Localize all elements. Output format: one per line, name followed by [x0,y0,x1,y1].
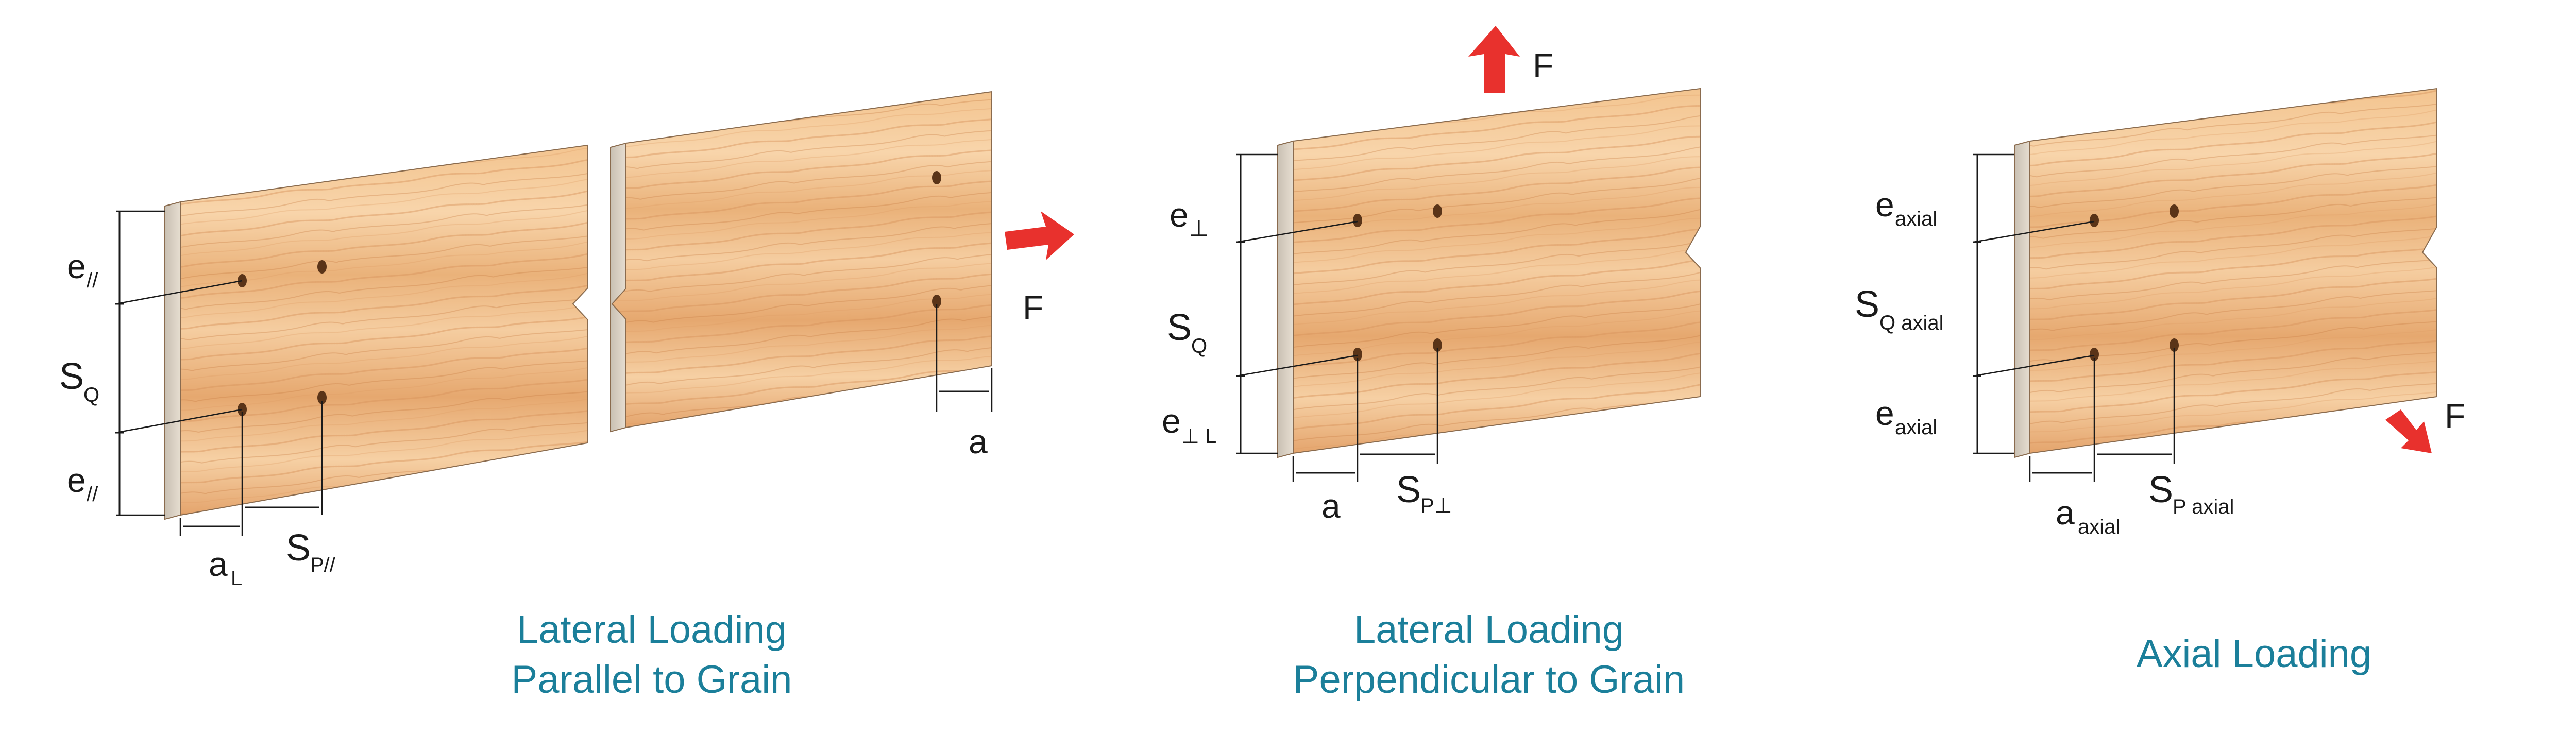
label-a-sub: axial [2078,516,2120,538]
label-sq: S [1855,284,1879,325]
label-sp: S [286,527,311,569]
label-e-bottom-sub: axial [1895,416,1937,439]
label-sq-sub: Q [1191,335,1207,357]
label-e-top: e [1170,196,1189,234]
panel-perpendicular-to-grain: e ⊥ S Q e ⊥ L a S P⊥ F Lateral Loading P… [1162,26,1701,702]
panel-parallel-to-grain: e // S Q e // a L S P// F a Lateral Load… [59,91,1074,702]
caption-line-2: Parallel to Grain [512,658,792,702]
label-e-bottom: e [1875,394,1894,432]
label-e-top-sub: // [87,269,98,292]
label-sp-sub: P axial [2173,496,2234,518]
fastener-hole [2170,204,2179,218]
label-sp: S [2148,469,2173,510]
label-force: F [1533,46,1553,84]
label-a: a [209,545,228,583]
fastener-hole [2090,348,2099,361]
caption-line-1: Axial Loading [2137,632,2371,676]
label-a-sub: L [231,567,242,590]
caption-line-2: Perpendicular to Grain [1293,658,1685,702]
force-arrow-up [1468,26,1520,93]
fastener-hole [932,295,941,308]
fastener-hole [1353,348,1362,361]
label-force: F [1023,288,1043,327]
label-sq-sub: Q axial [1879,312,1944,334]
fastener-hole [2170,338,2179,352]
board [2014,88,2437,458]
label-a: a [2056,493,2075,532]
fastener-hole [317,260,327,274]
fastener-hole [932,171,941,184]
right-board [610,91,992,433]
label-sq-sub: Q [83,384,99,406]
caption-line-1: Lateral Loading [517,608,787,652]
fastener-hole [2090,214,2099,227]
label-sp-sub: P// [310,554,336,576]
fastener-hole [1353,214,1362,227]
fastener-hole [1433,204,1442,218]
label-force: F [2445,397,2465,435]
label-sp: S [1396,469,1421,510]
label-sq: S [1167,307,1192,348]
left-board [164,144,588,520]
label-e-top: e [1875,185,1894,224]
force-arrow-down-right [2385,409,2432,453]
label-e-bottom-sub: ⊥ L [1181,425,1216,448]
caption-line-1: Lateral Loading [1354,608,1624,652]
label-e-top: e [67,247,86,285]
fastener-hole [317,391,327,404]
label-e-bottom: e [67,461,86,499]
label-e-bottom-sub: // [87,483,98,506]
label-sq: S [59,356,84,397]
panel-axial: e axial S Q axial e axial a axial S P ax… [1855,88,2465,676]
label-e-top-sub: ⊥ [1189,216,1209,241]
label-e-bottom: e [1162,402,1181,440]
force-arrow-right [1005,211,1074,260]
board [1277,88,1701,458]
label-e-top-sub: axial [1895,208,1937,230]
label-a: a [1321,487,1341,525]
label-a-right: a [969,422,988,460]
label-sp-sub: P⊥ [1420,494,1452,517]
fastener-hole [1433,338,1442,352]
